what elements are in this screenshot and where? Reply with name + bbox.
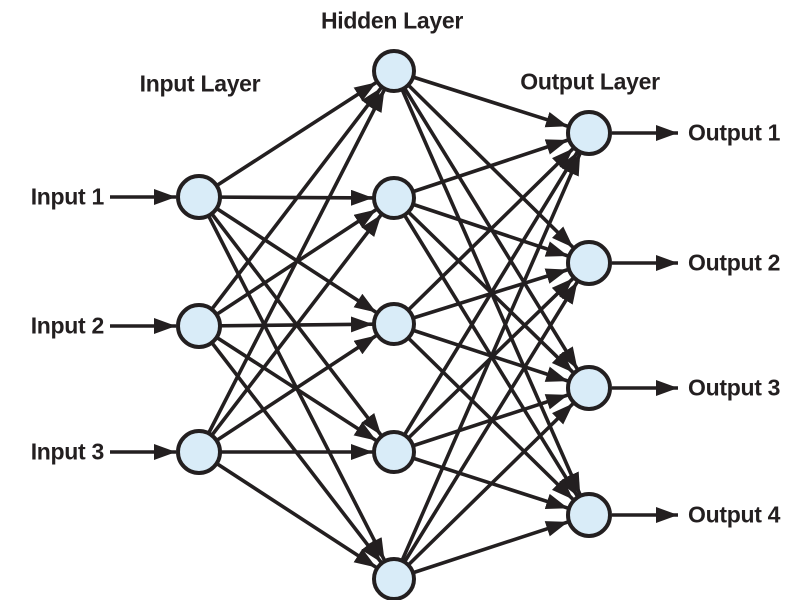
output-1-label: Output 1: [688, 119, 781, 146]
edge-input3-hidden3: [198, 333, 378, 454]
edge-hidden1-output2: [392, 69, 575, 249]
edge-input1-hidden1: [198, 80, 378, 199]
output-node-1: [566, 110, 612, 156]
edge-input2-hidden5: [197, 324, 383, 564]
edge-hidden3-output4: [392, 322, 575, 501]
output-node-4: [566, 492, 612, 538]
hidden-node-4: [372, 430, 416, 474]
edge-hidden5-output2: [392, 280, 579, 580]
input-1-label: Input 1: [30, 183, 105, 210]
output-node-2: [566, 240, 612, 286]
input-node-1: [176, 174, 222, 220]
edge-input1-hidden3: [198, 195, 378, 315]
input-2-label: Input 2: [30, 312, 105, 339]
hidden-node-1: [372, 49, 416, 93]
edge-hidden3-output2: [393, 267, 569, 326]
edge-hidden5-output3: [392, 402, 575, 581]
input-node-3: [176, 429, 222, 475]
edge-hidden2-output1: [393, 138, 569, 200]
edge-input2-hidden4: [198, 324, 378, 443]
edge-hidden4-output1: [392, 150, 580, 453]
edge-hidden4-output3: [393, 393, 569, 454]
output-2-label: Output 2: [688, 249, 781, 276]
output-4-label: Output 4: [688, 501, 781, 528]
edge-hidden5-output1: [392, 152, 582, 580]
edge-input2-hidden2: [198, 207, 378, 328]
input-node-2: [176, 303, 222, 349]
edge-hidden3-output1: [392, 147, 575, 326]
edge-hidden5-output4: [393, 520, 569, 581]
edge-hidden4-output4: [393, 450, 569, 510]
output-3-label: Output 3: [688, 374, 781, 401]
edge-input2-hidden1: [197, 86, 383, 328]
hidden-node-2: [372, 176, 416, 220]
edge-hidden1-output3: [392, 70, 580, 371]
edge-hidden4-output2: [392, 277, 575, 454]
edge-input1-hidden5: [197, 196, 387, 562]
edge-hidden3-output3: [393, 322, 569, 383]
edge-input3-hidden1: [197, 88, 387, 453]
edge-hidden1-output4: [392, 70, 582, 496]
edge-hidden2-output4: [392, 197, 580, 498]
edge-input3-hidden5: [198, 450, 378, 570]
output-node-3: [566, 365, 612, 411]
hidden-layer-title: Hidden Layer: [320, 7, 464, 34]
edge-input3-hidden2: [197, 213, 383, 454]
edge-input2-hidden3: [198, 316, 374, 333]
hidden-node-5: [372, 557, 416, 600]
edge-hidden1-output1: [393, 69, 569, 129]
edge-input1-hidden4: [197, 195, 383, 437]
input-3-label: Input 3: [30, 438, 105, 465]
output-layer-title: Output Layer: [520, 68, 660, 95]
edge-hidden2-output3: [392, 196, 575, 374]
hidden-node-3: [372, 302, 416, 346]
edge-input1-hidden2: [198, 189, 374, 206]
input-layer-title: Input Layer: [139, 70, 261, 97]
